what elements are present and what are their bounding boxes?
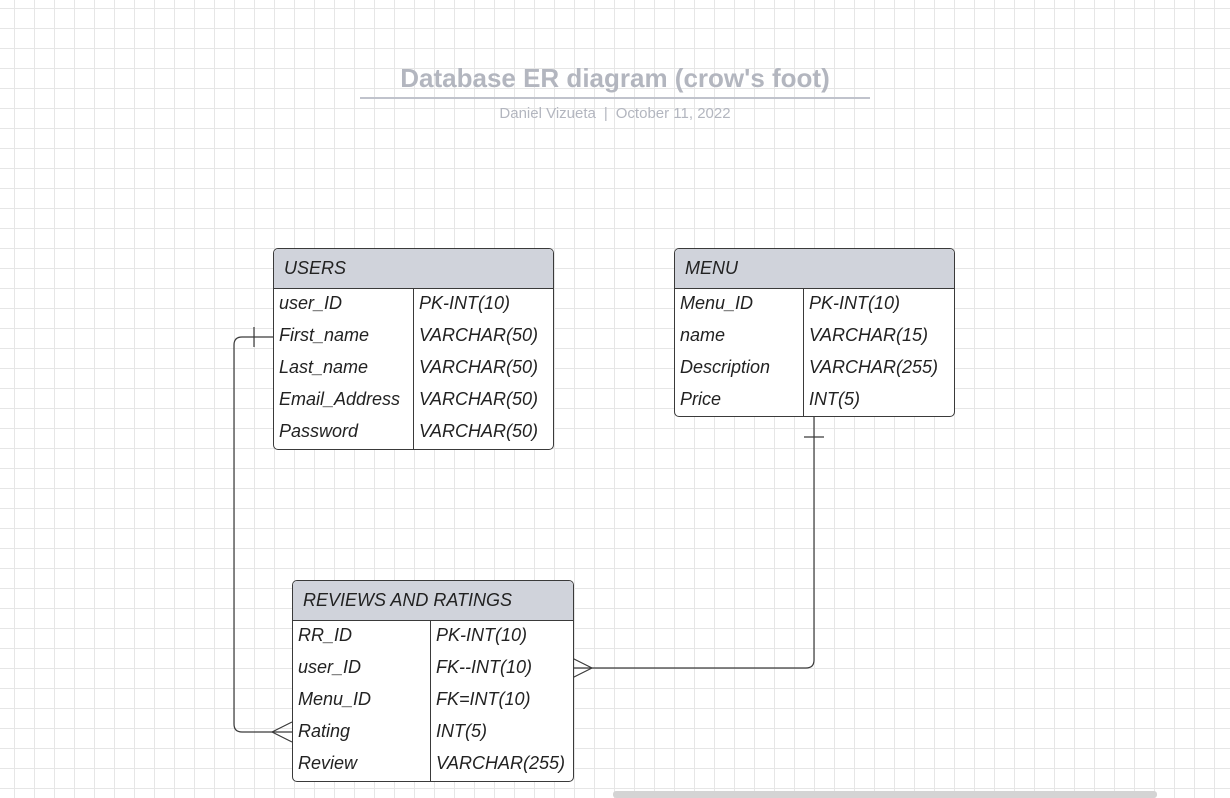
field-name: First_name (274, 321, 414, 353)
field-name: Email_Address (274, 385, 414, 417)
menu-entity-title: MENU (675, 249, 954, 289)
field-name: Menu_ID (293, 685, 431, 717)
diagram-date: October 11, 2022 (615, 105, 731, 122)
reviews-entity-title: REVIEWS AND RATINGS (293, 581, 573, 621)
field-type: INT(5) (809, 389, 860, 409)
field-name: Rating (293, 717, 431, 749)
author-name: Daniel Vizueta (499, 105, 596, 122)
field-name: Price (675, 385, 804, 416)
field-name: name (675, 321, 804, 353)
reviews-many-marker-menu (571, 657, 593, 679)
field-type: INT(5) (436, 721, 487, 741)
diagram-meta: Daniel Vizueta | October 11, 2022 (360, 105, 870, 122)
field-type: VARCHAR(15) (809, 325, 929, 345)
field-type: VARCHAR(255) (436, 753, 566, 773)
field-type: VARCHAR(50) (419, 389, 539, 409)
field-type: VARCHAR(50) (419, 357, 539, 377)
field-name: Menu_ID (675, 289, 804, 321)
diagram-header: Database ER diagram (crow's foot) Daniel… (360, 62, 870, 122)
field-name: Last_name (274, 353, 414, 385)
field-type: VARCHAR(255) (809, 357, 939, 377)
field-name: Review (293, 749, 431, 781)
field-type: VARCHAR(50) (419, 421, 539, 441)
field-type: PK-INT(10) (419, 293, 511, 313)
horizontal-scrollbar[interactable] (613, 791, 1157, 798)
field-name: Password (274, 417, 414, 449)
field-name: user_ID (293, 653, 431, 685)
title-underline (360, 97, 870, 99)
field-type: VARCHAR(50) (419, 325, 539, 345)
field-name: Description (675, 353, 804, 385)
diagram-title: Database ER diagram (crow's foot) (400, 63, 830, 93)
field-type: PK-INT(10) (436, 625, 528, 645)
field-name: user_ID (274, 289, 414, 321)
meta-separator: | (603, 105, 608, 122)
field-type: FK--INT(10) (436, 657, 532, 677)
users-entity-title: USERS (274, 249, 553, 289)
menu-reviews-relationship-line (572, 415, 815, 669)
field-type: FK=INT(10) (436, 689, 531, 709)
reviews-many-marker-users (271, 721, 293, 743)
field-type: PK-INT(10) (809, 293, 901, 313)
field-name: RR_ID (293, 621, 431, 653)
